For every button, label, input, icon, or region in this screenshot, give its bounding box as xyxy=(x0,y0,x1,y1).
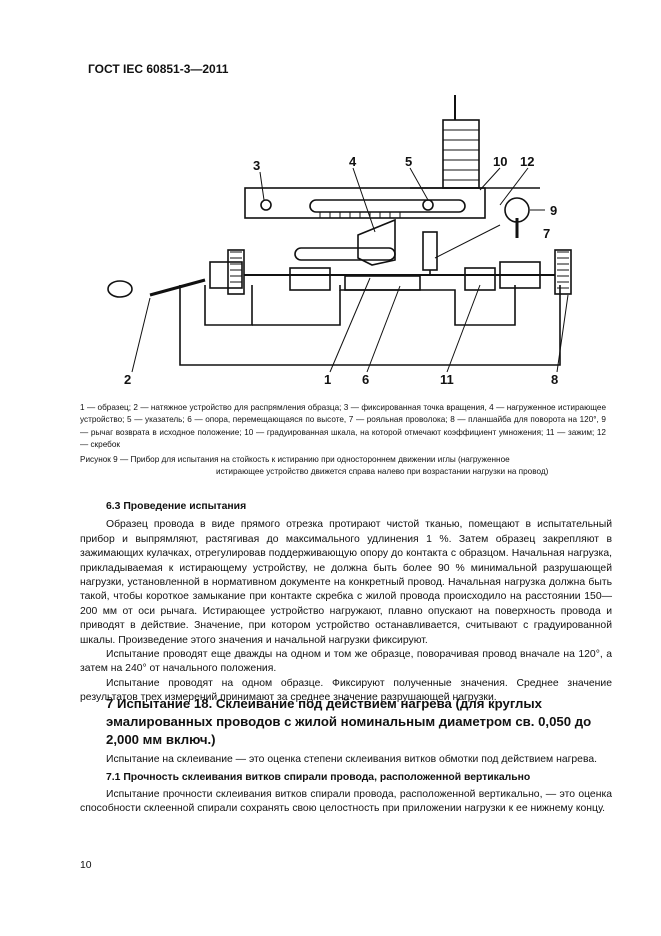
section-7: Испытание на склеивание — это оценка сте… xyxy=(80,753,612,817)
label-9: 9 xyxy=(550,203,557,218)
label-2: 2 xyxy=(124,372,131,387)
paragraph: Испытание проводят еще дважды на одном и… xyxy=(80,649,612,675)
label-5: 5 xyxy=(405,154,412,169)
figure-legend: 1 — образец; 2 — натяжное устройство для… xyxy=(80,403,606,450)
paragraph: Испытание на склеивание — это оценка сте… xyxy=(106,754,598,765)
caption-line-1: Рисунок 9 — Прибор для испытания на стой… xyxy=(80,455,510,464)
label-3: 3 xyxy=(253,158,260,173)
label-8: 8 xyxy=(551,372,558,387)
caption-line-2: истирающее устройство движется справа на… xyxy=(216,467,549,477)
label-4: 4 xyxy=(349,154,357,169)
label-10: 10 xyxy=(493,154,507,169)
label-1: 1 xyxy=(324,372,331,387)
label-7: 7 xyxy=(543,226,550,241)
figure-caption: Рисунок 9 — Прибор для испытания на стой… xyxy=(80,454,606,479)
label-6: 6 xyxy=(362,372,369,387)
section-6-3-title: 6.3 Проведение испытания xyxy=(106,501,247,512)
label-12: 12 xyxy=(520,154,534,169)
paragraph: Испытание проводят на одном образце. Фик… xyxy=(80,677,612,704)
paragraph: Испытание прочности склеивания витков сп… xyxy=(80,788,612,815)
document-header: ГОСТ IEC 60851-3—2011 xyxy=(88,62,229,76)
test-apparatus-figure: 3 4 5 10 12 9 7 2 1 6 11 8 xyxy=(107,95,572,387)
section-6-3: 6.3 Проведение испытания Образец провода… xyxy=(80,500,612,706)
label-11: 11 xyxy=(440,372,454,387)
section-7-title: 7 Испытание 18. Склеивание под действием… xyxy=(106,696,592,747)
paragraph: Образец провода в виде прямого отрезка п… xyxy=(80,519,612,646)
section-7-1-title: 7.1 Прочность склеивания витков спирали … xyxy=(106,772,531,784)
page-number: 10 xyxy=(80,860,92,871)
